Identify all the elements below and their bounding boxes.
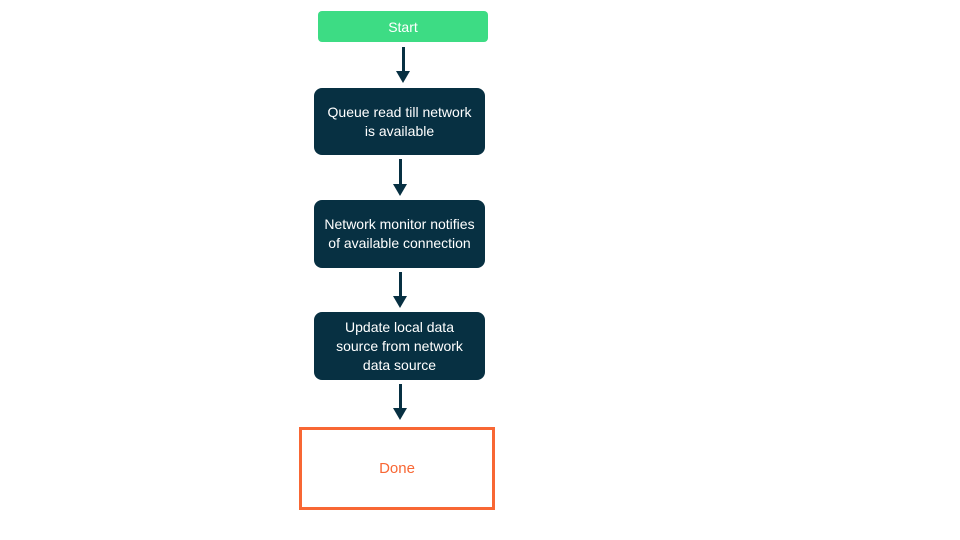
flow-node-network-monitor-label: Network monitor notifies of available co… xyxy=(324,216,475,251)
arrow-head xyxy=(393,408,407,420)
arrow-head xyxy=(393,184,407,196)
flow-node-network-monitor: Network monitor notifies of available co… xyxy=(314,200,485,268)
flow-node-done: Done xyxy=(299,427,495,510)
flow-node-done-label: Done xyxy=(379,460,415,477)
arrow-down-icon xyxy=(393,272,407,308)
arrow-stem xyxy=(401,47,405,71)
flow-node-queue-read: Queue read till network is available xyxy=(314,88,485,155)
arrow-down-icon xyxy=(393,384,407,420)
arrow-stem xyxy=(398,159,402,184)
flow-node-queue-read-label: Queue read till network is available xyxy=(327,103,472,139)
arrow-head xyxy=(393,296,407,308)
arrow-down-icon xyxy=(396,47,410,83)
arrow-head xyxy=(396,71,410,83)
flow-node-update-local-data: Update local data source from network da… xyxy=(314,312,485,380)
flow-node-start: Start xyxy=(318,11,488,42)
arrow-stem xyxy=(398,384,402,408)
arrow-stem xyxy=(398,272,402,296)
flow-node-update-local-data-label: Update local data source from network da… xyxy=(336,318,463,373)
flow-node-start-label: Start xyxy=(388,18,418,35)
arrow-down-icon xyxy=(393,159,407,196)
